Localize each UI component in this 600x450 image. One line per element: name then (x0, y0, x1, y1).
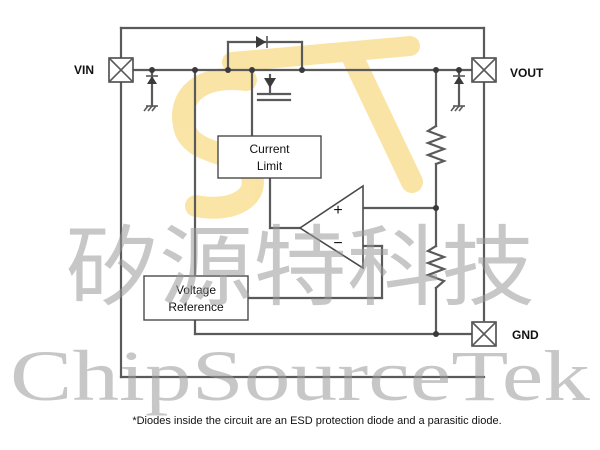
st-logo-watermark (172, 36, 423, 219)
current-limit-block: Current Limit (217, 135, 322, 179)
resistor-lower (424, 244, 448, 290)
circuit-wiring (119, 26, 486, 379)
resistor-upper (424, 124, 448, 166)
voltage-reference-line2: Reference (168, 300, 224, 314)
footnote: *Diodes inside the circuit are an ESD pr… (132, 415, 501, 427)
watermark-chinese: 矽源特科技 (65, 216, 535, 319)
vout-pin (471, 57, 497, 83)
vin-pin (108, 57, 134, 83)
junction-dots (149, 67, 462, 337)
current-limit-line1: Current (249, 142, 290, 156)
left-esd-diode (143, 75, 158, 112)
gnd-pin (471, 321, 497, 347)
current-limit-line2: Limit (257, 159, 283, 173)
gnd-label: GND (512, 328, 539, 342)
watermark-english: ChipSourceTek (10, 336, 590, 416)
pass-transistor (264, 78, 276, 88)
opamp-plus: + (333, 202, 342, 219)
vout-label: VOUT (510, 66, 544, 80)
error-amplifier: + − (298, 184, 364, 270)
voltage-reference-block: Voltage Reference (143, 275, 249, 321)
voltage-reference-line1: Voltage (176, 283, 216, 297)
right-esd-diode (450, 75, 465, 112)
bypass-diode (256, 36, 268, 48)
vin-label: VIN (74, 63, 94, 77)
opamp-minus: − (333, 235, 342, 252)
